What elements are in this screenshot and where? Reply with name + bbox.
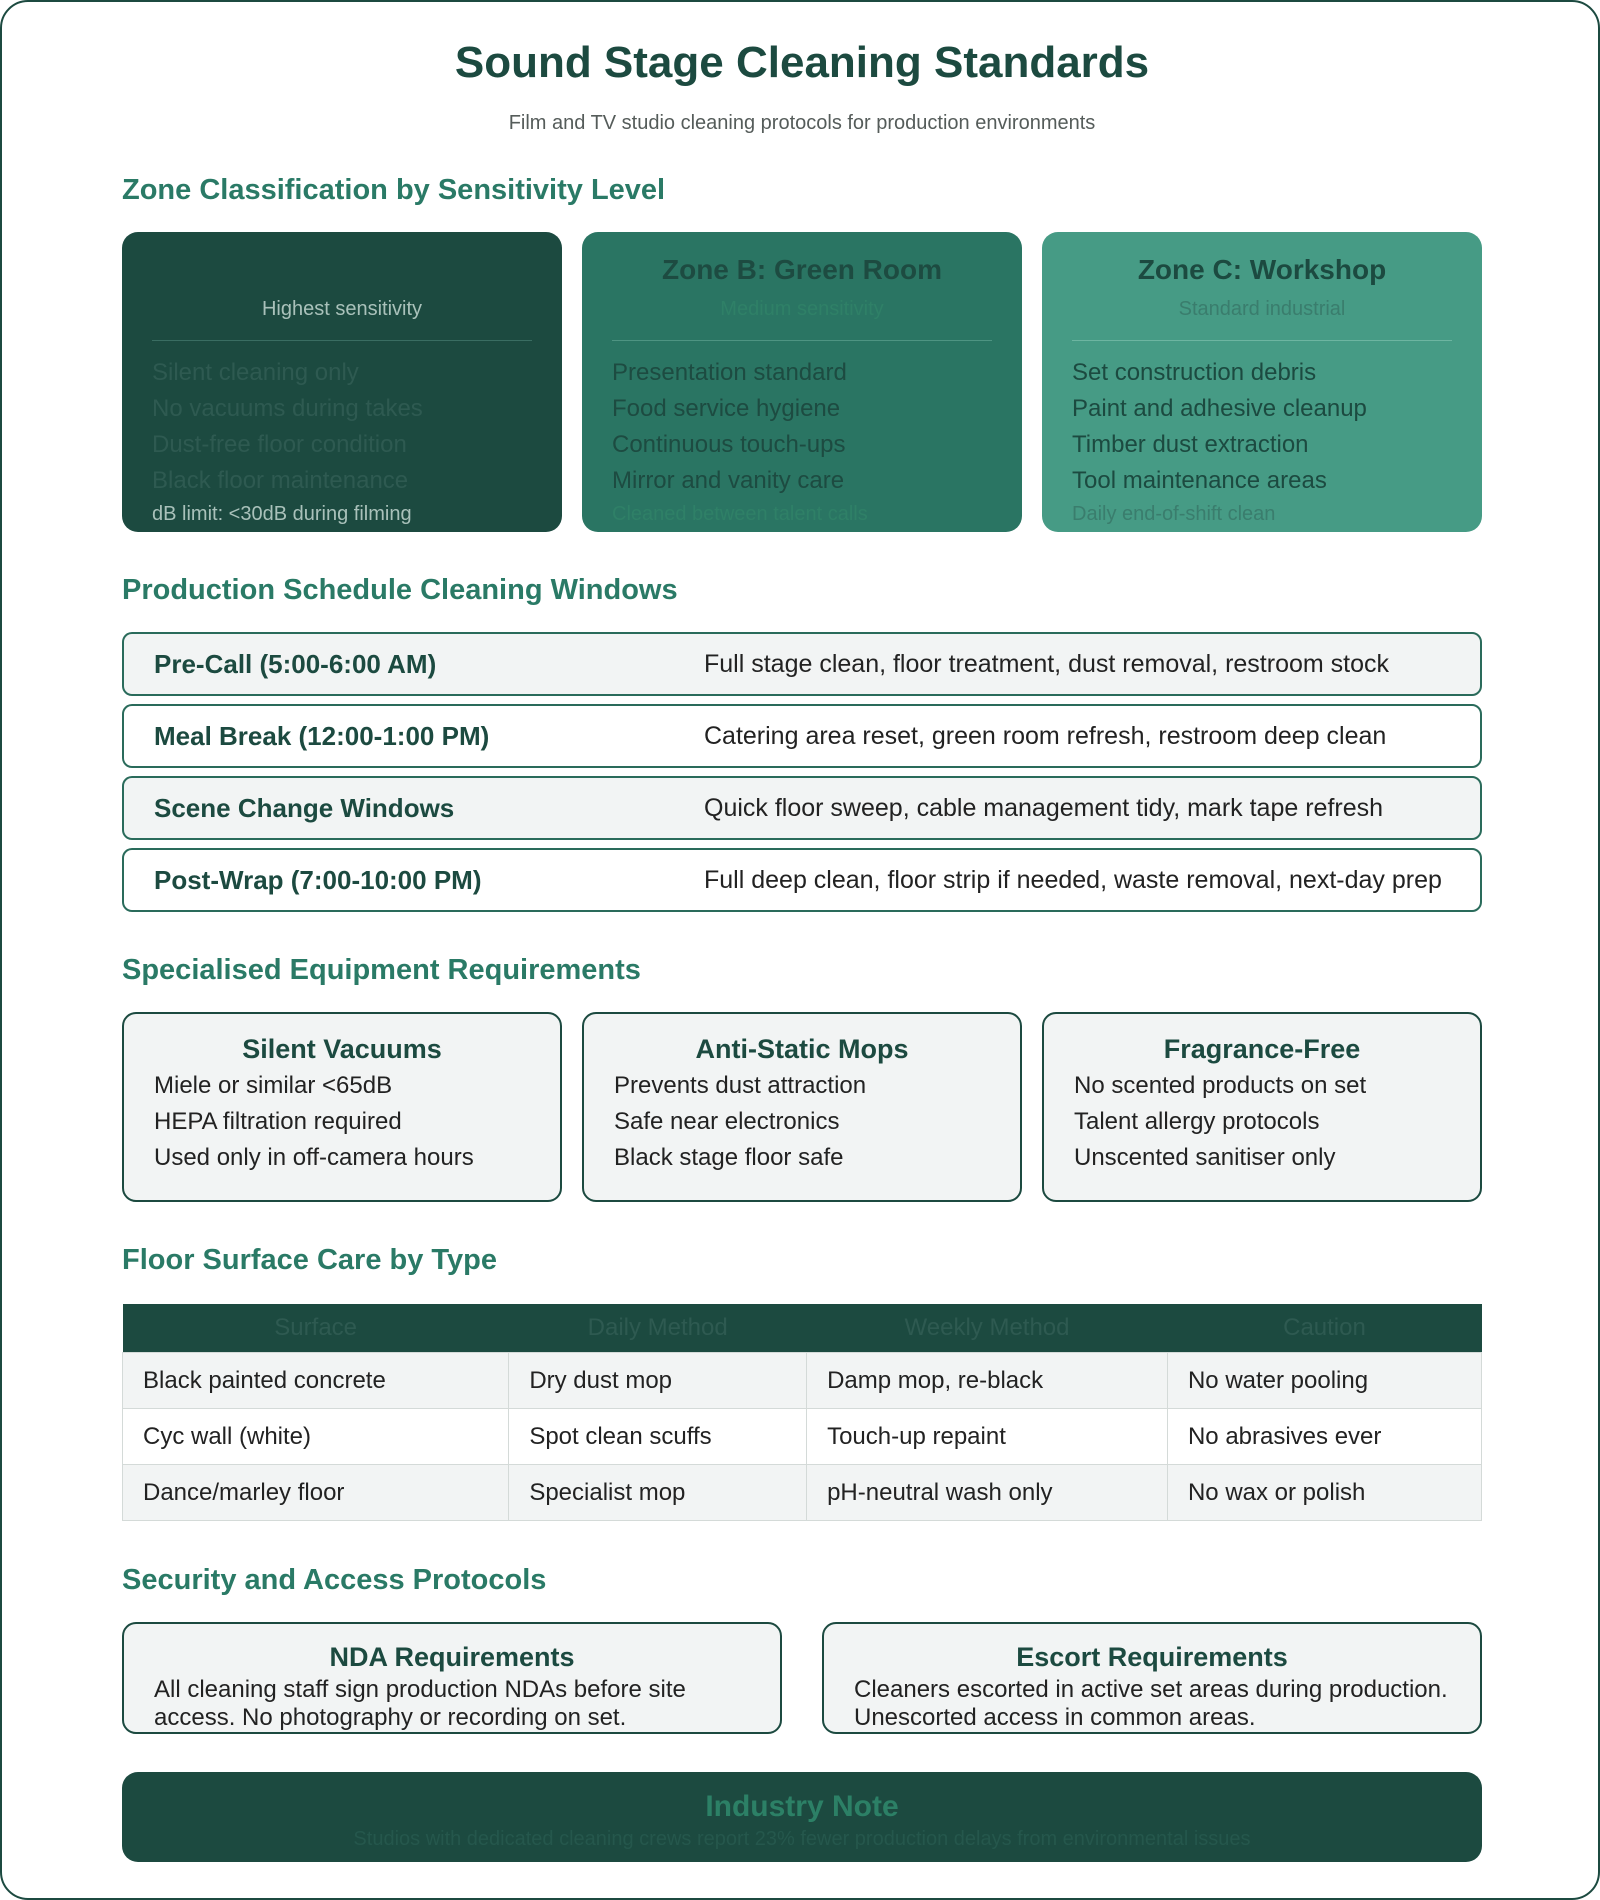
section-heading-equipment: Specialised Equipment Requirements <box>122 954 641 986</box>
zone-footer: Daily end-of-shift clean <box>1072 503 1276 525</box>
table-cell: Dance/marley floor <box>121 1464 510 1521</box>
industry-note-banner: Industry Note Studios with dedicated cle… <box>122 1772 1482 1862</box>
equipment-item: Unscented sanitiser only <box>1074 1144 1336 1171</box>
zone-name: Zone C: Workshop <box>1137 254 1387 285</box>
table-row: Dance/marley floor Specialist mop pH-neu… <box>121 1464 1483 1521</box>
zone-footer: Cleaned between talent calls <box>612 503 868 525</box>
zone-item: Paint and adhesive cleanup <box>1072 395 1367 422</box>
table-cell: No abrasives ever <box>1166 1408 1483 1465</box>
schedule-row: Post-Wrap (7:00-10:00 PM) Full deep clea… <box>122 848 1482 912</box>
table-row: Black painted concrete Dry dust mop Damp… <box>121 1352 1483 1409</box>
security-card-nda: NDA Requirements All cleaning staff sign… <box>122 1622 782 1734</box>
table-header-row: Surface Daily Method Weekly Method Cauti… <box>122 1304 1482 1353</box>
zone-divider <box>1072 340 1452 341</box>
zone-item: Silent cleaning only <box>152 359 359 386</box>
zone-card-b: Zone B: Green Room Medium sensitivity Pr… <box>582 232 1022 532</box>
zone-divider <box>152 340 532 341</box>
security-name: Escort Requirements <box>1016 1642 1288 1672</box>
schedule-row: Meal Break (12:00-1:00 PM) Catering area… <box>122 704 1482 768</box>
table-cell: pH-neutral wash only <box>806 1464 1168 1521</box>
zone-item: Tool maintenance areas <box>1072 467 1327 494</box>
zone-card-c: Zone C: Workshop Standard industrial Set… <box>1042 232 1482 532</box>
equipment-item: Black stage floor safe <box>614 1144 844 1171</box>
equipment-card: Fragrance-Free No scented products on se… <box>1042 1012 1482 1202</box>
zone-item: Presentation standard <box>612 359 847 386</box>
equipment-item: Used only in off-camera hours <box>154 1144 474 1171</box>
security-card-escort: Escort Requirements Cleaners escorted in… <box>822 1622 1482 1734</box>
column-header: Daily Method <box>508 1304 807 1353</box>
zone-item: Food service hygiene <box>612 395 841 422</box>
floor-care-table: Surface Daily Method Weekly Method Cauti… <box>121 1304 1483 1521</box>
section-heading-security: Security and Access Protocols <box>122 1564 547 1596</box>
section-heading-floors: Floor Surface Care by Type <box>122 1244 497 1276</box>
column-header: Surface <box>122 1304 509 1353</box>
table-cell: Touch-up repaint <box>806 1408 1168 1465</box>
schedule-tasks: Full deep clean, floor strip if needed, … <box>704 866 1442 894</box>
zone-item: Black floor maintenance <box>152 467 409 494</box>
equipment-name: Silent Vacuums <box>242 1034 442 1064</box>
zone-sensitivity: Highest sensitivity <box>261 298 423 320</box>
schedule-tasks: Full stage clean, floor treatment, dust … <box>704 650 1389 678</box>
table-cell: Dry dust mop <box>508 1352 808 1409</box>
zone-footer: dB limit: <30dB during filming <box>152 503 412 525</box>
zone-name: Zone B: Green Room <box>661 254 942 285</box>
schedule-tasks: Quick floor sweep, cable management tidy… <box>704 794 1384 822</box>
column-header: Weekly Method <box>806 1304 1168 1353</box>
table-cell: Spot clean scuffs <box>508 1408 808 1465</box>
equipment-name: Anti-Static Mops <box>695 1034 909 1064</box>
schedule-window: Pre-Call (5:00-6:00 AM) <box>154 649 437 679</box>
equipment-item: Talent allergy protocols <box>1074 1108 1320 1135</box>
zone-card-a: Highest sensitivity Silent cleaning only… <box>122 232 562 532</box>
column-header: Caution <box>1167 1304 1482 1353</box>
zone-sensitivity: Medium sensitivity <box>720 298 884 320</box>
schedule-row: Pre-Call (5:00-6:00 AM) Full stage clean… <box>122 632 1482 696</box>
table-cell: Cyc wall (white) <box>121 1408 510 1465</box>
zone-item: No vacuums during takes <box>152 395 423 422</box>
page-subtitle: Film and TV studio cleaning protocols fo… <box>508 112 1096 134</box>
equipment-item: Prevents dust attraction <box>614 1072 867 1099</box>
table-cell: No water pooling <box>1166 1352 1483 1409</box>
zone-item: Timber dust extraction <box>1072 431 1309 458</box>
security-name: NDA Requirements <box>329 1642 575 1672</box>
security-text: All cleaning staff sign production NDAs … <box>154 1676 686 1731</box>
zone-sensitivity: Standard industrial <box>1178 298 1346 320</box>
zone-item: Mirror and vanity care <box>612 467 845 494</box>
zone-item: Set construction debris <box>1072 359 1317 386</box>
equipment-card: Silent Vacuums Miele or similar <65dB HE… <box>122 1012 562 1202</box>
table-cell: Damp mop, re-black <box>806 1352 1168 1409</box>
schedule-window: Scene Change Windows <box>154 793 455 823</box>
schedule-row: Scene Change Windows Quick floor sweep, … <box>122 776 1482 840</box>
section-heading-schedule: Production Schedule Cleaning Windows <box>122 574 678 606</box>
schedule-tasks: Catering area reset, green room refresh,… <box>704 722 1387 750</box>
security-text: Cleaners escorted in active set areas du… <box>854 1676 1448 1731</box>
note-title: Industry Note <box>705 1790 899 1823</box>
zone-item: Dust-free floor condition <box>152 431 407 458</box>
equipment-item: Safe near electronics <box>614 1108 840 1135</box>
equipment-card: Anti-Static Mops Prevents dust attractio… <box>582 1012 1022 1202</box>
note-text: Studios with dedicated cleaning crews re… <box>353 1828 1251 1850</box>
zone-item: Continuous touch-ups <box>612 431 846 458</box>
zone-name <box>152 254 532 290</box>
equipment-item: No scented products on set <box>1074 1072 1367 1099</box>
table-row: Cyc wall (white) Spot clean scuffs Touch… <box>121 1408 1483 1465</box>
table-cell: No wax or polish <box>1166 1464 1483 1521</box>
schedule-window: Meal Break (12:00-1:00 PM) <box>154 721 490 751</box>
page-title: Sound Stage Cleaning Standards <box>454 38 1150 87</box>
equipment-name: Fragrance-Free <box>1163 1034 1361 1064</box>
table-cell: Black painted concrete <box>121 1352 510 1409</box>
equipment-item: Miele or similar <65dB <box>154 1072 393 1099</box>
section-heading-zones: Zone Classification by Sensitivity Level <box>122 174 666 206</box>
table-cell: Specialist mop <box>508 1464 808 1521</box>
schedule-window: Post-Wrap (7:00-10:00 PM) <box>154 865 482 895</box>
zone-divider <box>612 340 992 341</box>
equipment-item: HEPA filtration required <box>154 1108 402 1135</box>
